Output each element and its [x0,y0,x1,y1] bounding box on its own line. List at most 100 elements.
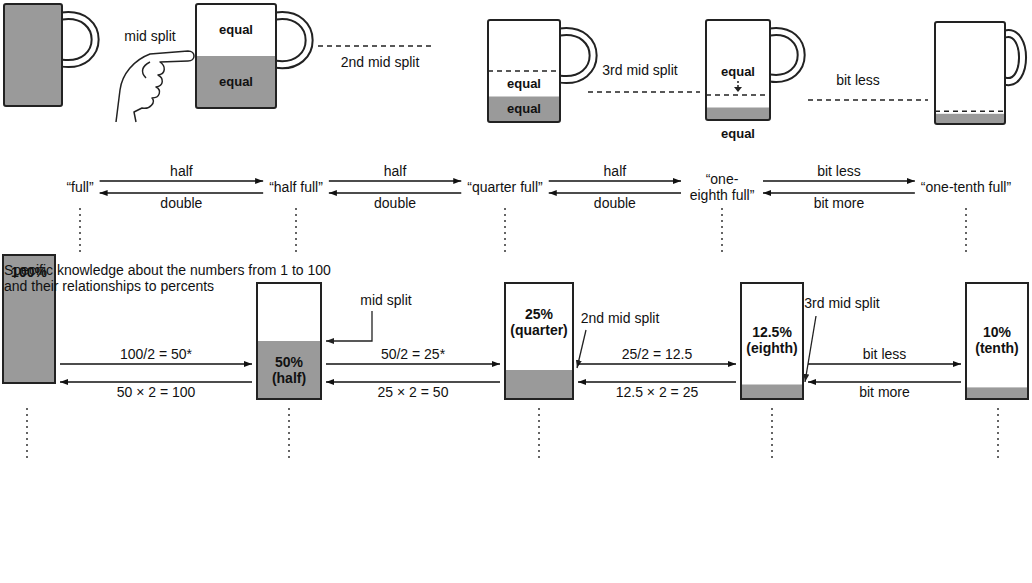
transform-arrow [549,180,681,181]
arrow-label: 50/2 = 25* [379,346,447,362]
percent-label: 50% (half) [259,354,319,386]
arrow-label: 25 × 2 = 50 [376,384,451,400]
dotted-link [288,408,290,460]
bar-body [257,283,321,399]
mug-figure: equal equal “quarter full” [445,0,600,205]
annotation-label: bit less [836,72,880,88]
arrow-label: double [372,195,418,211]
mug-handle [62,16,95,64]
leader-line [805,316,816,382]
percent-label: 25% (quarter) [507,306,571,338]
liquid-fill [935,114,1005,124]
fill-level-label: “full” [66,179,93,195]
equal-mark: equal [507,102,541,117]
percent-bar: 50% (half) [256,282,322,400]
percent-bar: 12.5% (eighth) [740,282,804,400]
mug-handle [1005,34,1023,82]
dotted-link [538,408,540,460]
split-arrow [734,87,742,92]
mug-handle [62,16,95,64]
transform-arrow [100,180,264,181]
mug-figure: “one-tenth full” [885,0,1030,205]
percent-bar: 10% (tenth) [965,282,1029,400]
dotted-link [965,208,967,256]
mug-body [935,22,1005,124]
arrow-label: half [602,163,629,179]
fill-level-label: “quarter full” [467,179,542,195]
split-guide-line [588,91,700,93]
pointing-hand [116,51,194,122]
arrow-label: bit more [857,384,912,400]
transform-arrow [329,192,461,193]
arrow-label: 12.5 × 2 = 25 [614,384,701,400]
percent-label: 10% (tenth) [968,324,1026,356]
hand-thumb [143,62,150,78]
mug-handle [276,16,309,65]
fill-level-label: “one- eighth full” [687,171,757,203]
annotation-label: Specific knowledge about the numbers fro… [4,262,349,294]
mug-handle [560,32,593,80]
equal-mark: equal [721,127,755,142]
bar-body [505,283,573,399]
annotation-label: mid split [360,292,411,308]
arrow-label: half [168,163,195,179]
annotation-label: 3rd mid split [602,62,677,78]
bar-fill [257,341,321,399]
mug-figure: “full” [0,0,115,205]
mug-outline [190,0,335,205]
liquid-fill [706,108,770,121]
mug-figure: equalequal“one- eighth full” [675,0,810,205]
transform-arrow [549,192,681,193]
bar-fill [966,387,1028,399]
annotation-label: 2nd mid split [341,54,420,70]
previous-level [488,70,560,72]
transform-arrow [60,363,252,364]
dotted-link [771,408,773,460]
annotation-label: 3rd mid split [804,295,879,311]
percent-bar: 25% (quarter) [504,282,574,400]
transform-arrow [578,363,736,364]
bar-body [741,283,803,399]
dotted-link [79,208,81,256]
bar-body [741,283,803,399]
transform-arrow [763,180,915,181]
mug-body [935,22,1005,124]
arrow-label: half [382,163,409,179]
previous-level [706,94,770,96]
transform-arrow [578,381,736,382]
mug-body [196,4,276,108]
mug-body [196,4,276,108]
mug-body [488,20,560,122]
arrow-label: double [158,195,204,211]
mug-handle [560,32,593,80]
mug-body [4,4,62,106]
equal-mark: equal [507,77,541,92]
mug-body [488,20,560,122]
equal-mark: equal [219,75,253,90]
leader-line [326,311,372,341]
bar-body [966,283,1028,399]
transform-arrow [60,381,252,382]
mug-handle [1005,34,1023,82]
mug-handle [770,32,801,79]
arrow-label: bit less [861,346,909,362]
equal-mark: equal [219,23,253,38]
arrow-label: bit less [815,163,863,179]
liquid-fill [4,4,62,106]
split-arrow [737,81,739,88]
mug-outline [675,0,810,205]
bar-fill [741,385,803,400]
transform-arrow [326,363,500,364]
percent-label: 12.5% (eighth) [743,324,801,356]
fill-level-label: “one-tenth full” [921,179,1011,195]
transform-arrow [808,381,961,382]
liquid-fill [488,97,560,123]
arrow-label: 25/2 = 12.5 [620,346,694,362]
transform-arrow [763,192,915,193]
arrow-label: double [592,195,638,211]
leader-line [577,330,586,368]
split-guide-line [318,45,432,47]
arrow-label: 50 × 2 = 100 [115,384,198,400]
previous-level [935,111,1005,113]
transform-arrow [326,381,500,382]
